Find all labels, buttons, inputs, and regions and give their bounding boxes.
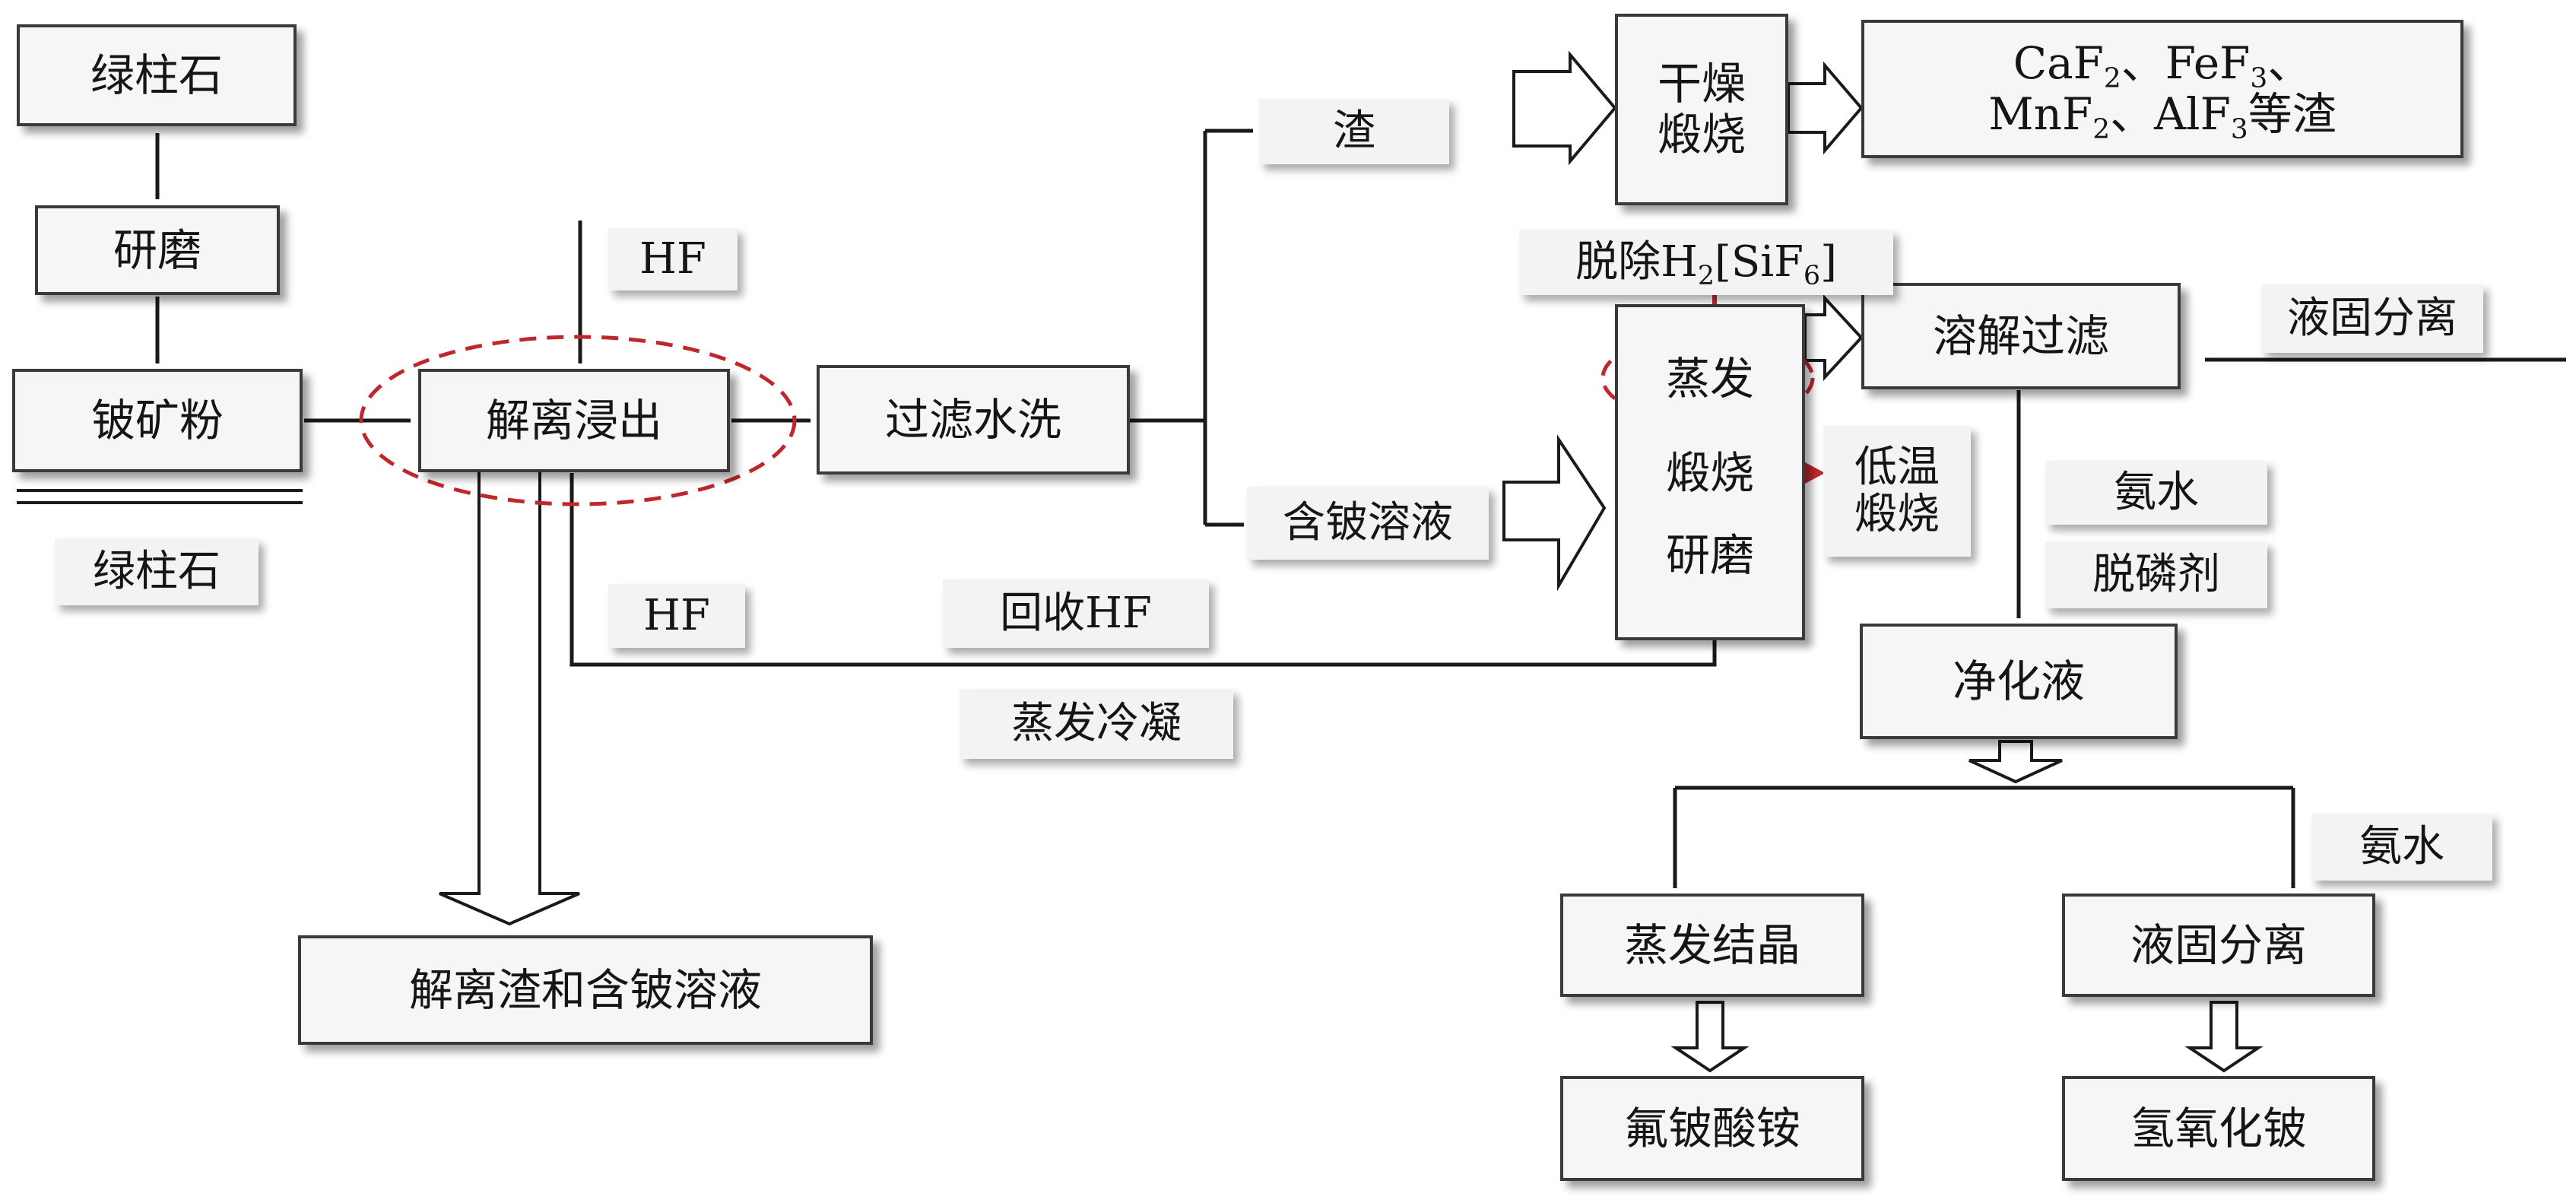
node-ore-powder: 铍矿粉	[12, 369, 303, 472]
node-dissociation-residue-text: 解离渣和含铍溶液	[408, 963, 762, 1016]
label-hf-top: HF	[608, 228, 738, 290]
label-hf-left: HF	[608, 584, 745, 648]
node-grind2-text: 研磨	[1665, 528, 1754, 581]
arrow-hf-recycle	[569, 472, 1717, 667]
label-dephosphorizer: 脱磷剂	[2045, 541, 2267, 608]
highlight-ellipse-leach	[359, 335, 797, 506]
label-be-solution-text: 含铍溶液	[1283, 498, 1453, 548]
node-beryllium-hydroxide-text: 氢氧化铍	[2130, 1102, 2307, 1154]
node-filter-wash-text: 过滤水洗	[884, 393, 1061, 446]
label-beryl-below: 绿柱石	[55, 538, 259, 605]
node-evap-crystal-text: 蒸发结晶	[1623, 919, 1800, 971]
label-ammonia-2: 氨水	[2311, 814, 2492, 881]
node-dry-calcine: 干燥 煅烧	[1615, 14, 1788, 205]
red-arrowhead-right	[1803, 461, 1826, 485]
node-leach-text: 解离浸出	[485, 394, 662, 446]
label-slag: 渣	[1259, 99, 1449, 164]
block-arrow-to-hydroxide	[2184, 1001, 2264, 1073]
label-remove-h2sif6-text: 脱除H2[SiF6]	[1575, 237, 1837, 292]
block-arrow-to-fluoride-residue	[1787, 61, 1864, 155]
label-evap-condense: 蒸发冷凝	[960, 689, 1233, 759]
label-low-temp-text: 低温	[1854, 443, 1940, 493]
label-ammonia-1-text: 氨水	[2114, 468, 2199, 518]
block-arrow-purified-down	[1968, 740, 2063, 784]
node-dissolve-filter: 溶解过滤	[1861, 283, 2181, 389]
node-purified-liquid: 净化液	[1860, 624, 2178, 739]
block-arrow-to-dissolve	[1804, 294, 1864, 382]
node-grind2: 研磨	[1615, 528, 1805, 582]
node-evaporate: 蒸发	[1615, 351, 1805, 406]
node-evap-crystal: 蒸发结晶	[1560, 894, 1864, 997]
label-hf-left-text: HF	[643, 591, 710, 641]
node-calcine2-text: 煅烧	[1665, 446, 1754, 499]
node-purified-liquid-text: 净化液	[1952, 655, 2085, 707]
node-solid-liquid-sep: 液固分离	[2062, 894, 2375, 997]
node-solid-liquid-sep-text: 液固分离	[2130, 919, 2307, 971]
node-calcine: 煅烧	[1615, 446, 1805, 500]
node-dry-text: 干燥	[1657, 58, 1746, 110]
label-evap-condense-text: 蒸发冷凝	[1011, 699, 1182, 749]
node-ammonium-fluoroberyllate-text: 氟铍酸铵	[1623, 1102, 1800, 1154]
node-calcine-text: 煅烧	[1657, 109, 1746, 160]
node-filter-wash: 过滤水洗	[817, 365, 1130, 475]
node-fluoride-residue: CaF2、FeF3、 MnF2、AlF3等渣	[1861, 20, 2463, 158]
label-dephosphorizer-text: 脱磷剂	[2092, 550, 2220, 600]
label-recover-hf: 回收HF	[943, 579, 1209, 648]
node-beryllium-hydroxide: 氢氧化铍	[2062, 1076, 2375, 1181]
label-ammonia-2-text: 氨水	[2359, 822, 2444, 872]
label-hf-top-text: HF	[639, 234, 706, 284]
block-arrow-to-dry-calcine	[1512, 50, 1617, 166]
block-arrow-to-residue	[439, 468, 580, 926]
block-arrow-to-fluoroberyllate	[1670, 1001, 1750, 1073]
node-ammonium-fluoroberyllate: 氟铍酸铵	[1560, 1076, 1864, 1181]
label-solid-liquid-sep: 液固分离	[2261, 284, 2483, 353]
node-grind-text: 研磨	[113, 224, 201, 276]
node-ore-powder-text: 铍矿粉	[90, 394, 224, 446]
node-beryl: 绿柱石	[17, 24, 297, 126]
node-dissociation-residue: 解离渣和含铍溶液	[298, 935, 873, 1045]
label-solid-liquid-sep-text: 液固分离	[2287, 294, 2457, 344]
block-arrow-to-evaporate	[1502, 434, 1607, 592]
label-slag-text: 渣	[1333, 106, 1375, 157]
node-evap-calcine-grind	[1615, 304, 1805, 640]
label-recover-hf-text: 回收HF	[1000, 589, 1152, 639]
node-fluoride-line1: CaF2、FeF3、	[2013, 37, 2312, 94]
node-beryl-text: 绿柱石	[90, 49, 223, 101]
node-fluoride-line2: MnF2、AlF3等渣	[1988, 88, 2336, 145]
label-beryl-below-text: 绿柱石	[93, 547, 220, 597]
label-be-solution: 含铍溶液	[1247, 487, 1489, 560]
label-remove-h2sif6: 脱除H2[SiF6]	[1519, 230, 1893, 295]
label-ammonia-1: 氨水	[2045, 461, 2267, 525]
node-leach: 解离浸出	[418, 369, 730, 472]
label-low-temp-calcine-text: 煅烧	[1854, 490, 1940, 539]
label-low-temp-calcine: 低温 煅烧	[1823, 426, 1971, 557]
node-grind: 研磨	[35, 205, 280, 295]
node-evaporate-text: 蒸发	[1665, 352, 1754, 405]
node-dissolve-filter-text: 溶解过滤	[1932, 309, 2109, 362]
